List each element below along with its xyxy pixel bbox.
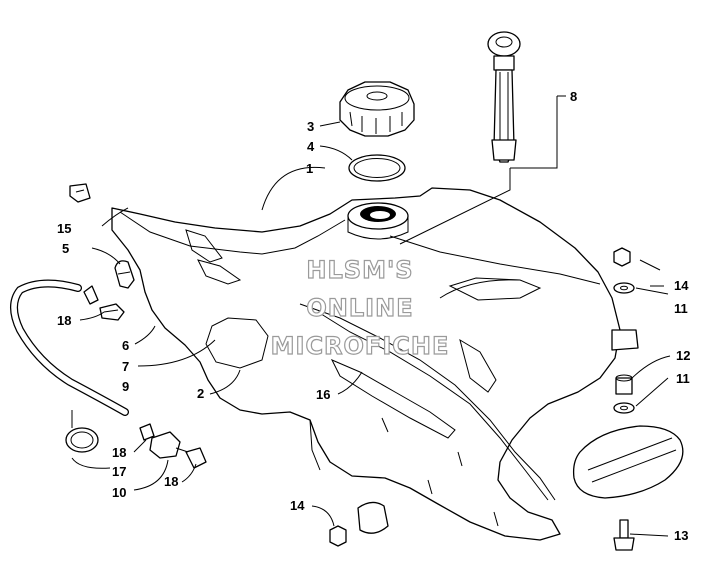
callout-8: 8 bbox=[570, 89, 577, 104]
callout-2: 2 bbox=[197, 386, 204, 401]
callout-13: 13 bbox=[674, 528, 688, 543]
vent-valve bbox=[114, 260, 135, 289]
watermark-line-3: MICROFICHE bbox=[271, 332, 450, 360]
washer-lower bbox=[613, 402, 635, 414]
callout-14b: 14 bbox=[290, 498, 305, 513]
callout-14a: 14 bbox=[674, 278, 689, 293]
callout-7: 7 bbox=[122, 359, 129, 374]
callout-12: 12 bbox=[676, 348, 690, 363]
nut-upper bbox=[613, 247, 631, 267]
callout-11a: 11 bbox=[674, 301, 688, 316]
callout-6: 6 bbox=[122, 338, 129, 353]
callout-3: 3 bbox=[307, 119, 314, 134]
callout-4: 4 bbox=[307, 139, 315, 154]
grommet bbox=[357, 501, 389, 534]
callout-16: 16 bbox=[316, 387, 330, 402]
spacer bbox=[615, 374, 633, 395]
callout-1: 1 bbox=[306, 161, 313, 176]
watermark-line-2: ONLINE bbox=[306, 294, 413, 322]
callout-labels: 1 2 3 4 5 6 7 8 9 10 11 11 12 13 14 14 1… bbox=[57, 89, 690, 543]
hose-clamp-lower bbox=[139, 423, 155, 441]
callout-15: 15 bbox=[57, 221, 71, 236]
callout-18c: 18 bbox=[164, 474, 178, 489]
fuel-cap bbox=[339, 81, 415, 137]
mounting-pad bbox=[572, 425, 684, 499]
mount-bracket bbox=[611, 329, 639, 351]
fuel-hose bbox=[10, 279, 129, 416]
watermark: HLSM'S ONLINE MICROFICHE bbox=[270, 255, 450, 360]
callout-18a: 18 bbox=[57, 313, 71, 328]
bolt bbox=[613, 519, 635, 551]
watermark-line-1: HLSM'S bbox=[306, 256, 413, 284]
callout-5: 5 bbox=[62, 241, 69, 256]
callout-18b: 18 bbox=[112, 445, 126, 460]
callout-17: 17 bbox=[112, 464, 126, 479]
clamp-ring bbox=[65, 427, 99, 453]
callout-11b: 11 bbox=[676, 371, 690, 386]
nut-lower bbox=[329, 525, 347, 547]
filler-neck bbox=[347, 202, 409, 240]
callout-9: 9 bbox=[122, 379, 129, 394]
hose-clamp-upper bbox=[83, 285, 99, 305]
callout-10: 10 bbox=[112, 485, 126, 500]
fuel-gauge-sender bbox=[487, 31, 521, 163]
tank-clamp bbox=[69, 183, 91, 203]
fuel-tank bbox=[111, 187, 621, 541]
tank-fitting bbox=[99, 303, 125, 321]
fuel-shutoff-valve bbox=[149, 431, 207, 469]
leader-lines bbox=[71, 95, 671, 537]
cap-gasket bbox=[348, 154, 406, 182]
washer-upper bbox=[613, 282, 635, 294]
